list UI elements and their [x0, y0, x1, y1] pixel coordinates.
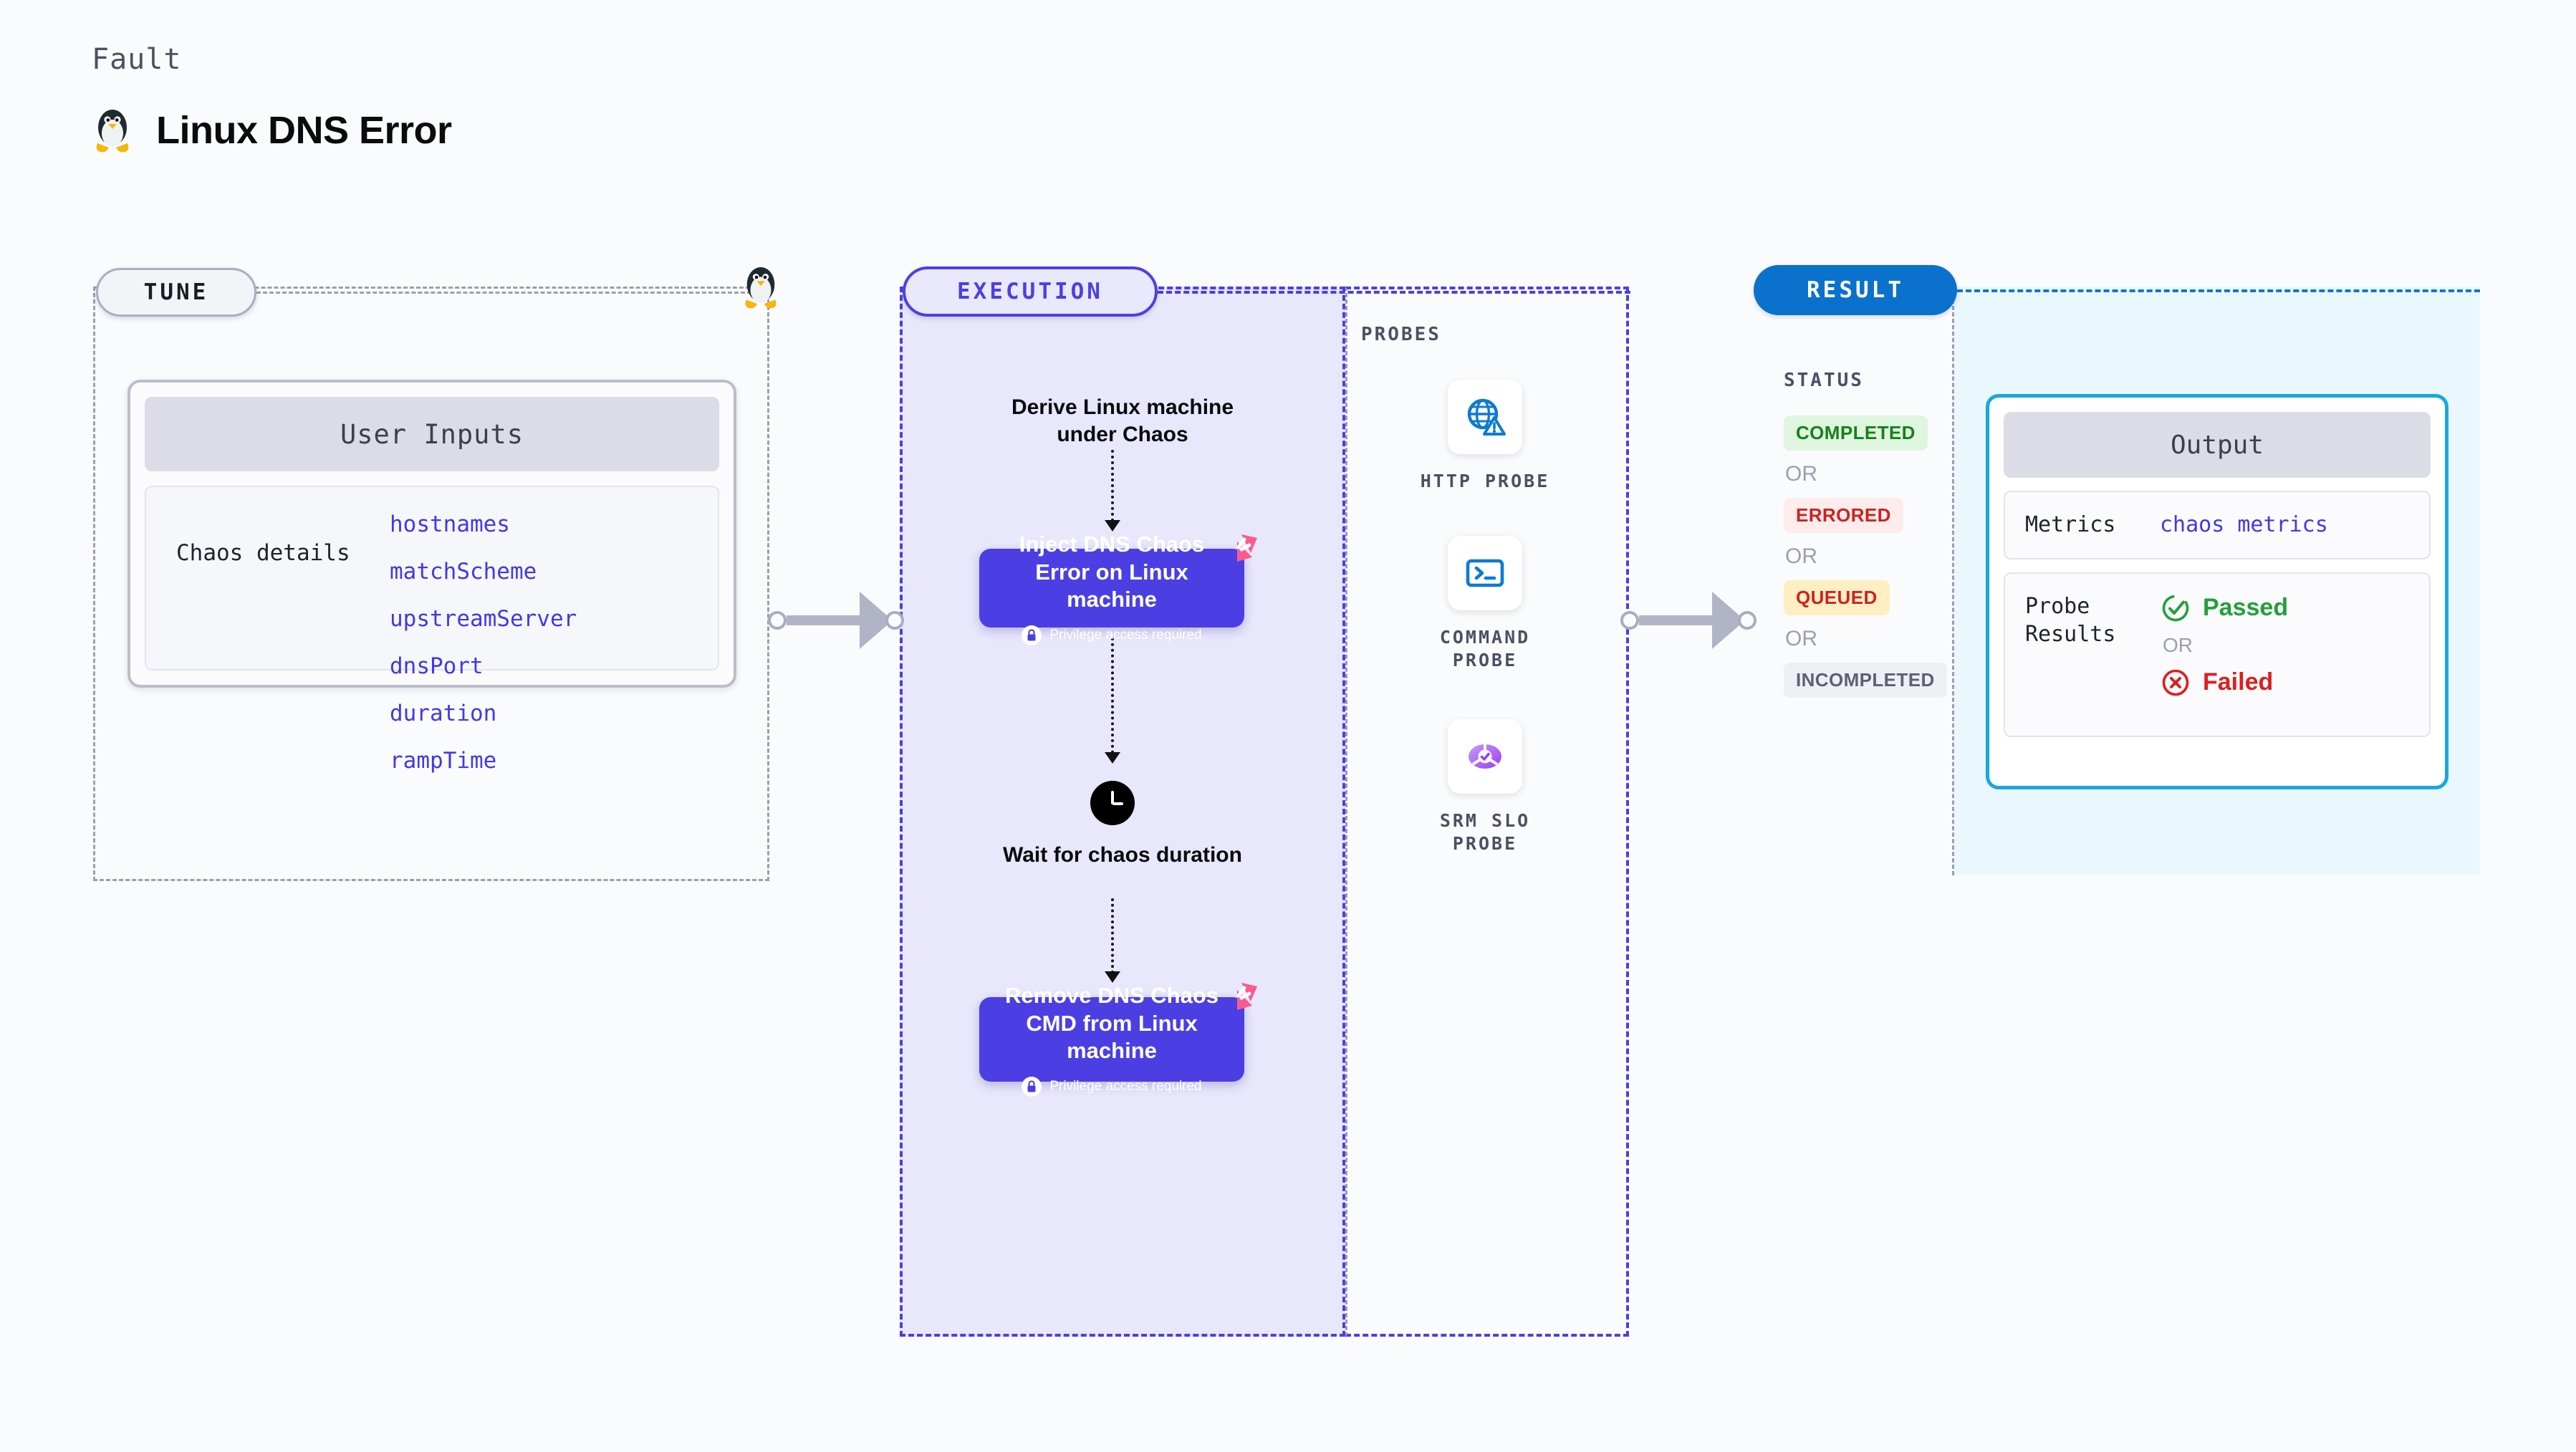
- connector-bar: [787, 615, 861, 625]
- output-card: Output Metrics chaos metrics Probe Resul…: [1986, 394, 2448, 789]
- page-title-row: Linux DNS Error: [92, 106, 452, 155]
- connector-bar: [1639, 615, 1714, 625]
- probe-srm-slo[interactable]: SRM SLO PROBE: [1403, 719, 1567, 855]
- connector-dot-right: [885, 611, 904, 630]
- probe-result-or: OR: [2163, 633, 2193, 656]
- status-label: STATUS: [1784, 370, 1864, 391]
- flow-arrowhead-2: [1105, 752, 1120, 764]
- linux-penguin-icon: [92, 106, 133, 155]
- connector-probes-to-result: [1620, 592, 1756, 649]
- status-list: COMPLETED OR ERRORED OR QUEUED OR INCOMP…: [1784, 415, 1956, 698]
- connector-dot-right: [1738, 611, 1756, 630]
- connector-tune-to-execution: [768, 592, 904, 649]
- status-or-1: OR: [1785, 462, 1817, 486]
- user-inputs-body: Chaos details hostnames matchScheme upst…: [145, 486, 719, 774]
- status-badge-completed: COMPLETED: [1784, 415, 1928, 451]
- probe-http[interactable]: HTTP PROBE: [1403, 380, 1567, 493]
- input-matchscheme[interactable]: matchScheme: [390, 559, 537, 585]
- flow-step-derive-label: Derive Linux machine under Chaos: [1011, 395, 1234, 447]
- probe-command-label: COMMAND PROBE: [1439, 627, 1531, 670]
- harness-logo-icon: [1220, 532, 1260, 575]
- check-circle-icon: [2162, 595, 2189, 621]
- connector-dot-left: [1620, 611, 1639, 630]
- status-badge-queued: QUEUED: [1784, 580, 1890, 615]
- chaos-block-remove[interactable]: Remove DNS Chaos CMD from Linux machine …: [979, 983, 1257, 1097]
- chaos-block-inject-title: Inject DNS Chaos Error on Linux machine: [1019, 532, 1205, 612]
- page-title: Linux DNS Error: [156, 109, 452, 152]
- status-badge-errored: ERRORED: [1784, 498, 1903, 533]
- execution-pill[interactable]: EXECUTION: [903, 266, 1158, 317]
- terminal-icon: [1448, 536, 1522, 610]
- probe-result-passed-label: Passed: [2203, 594, 2289, 622]
- user-inputs-header: User Inputs: [145, 397, 719, 471]
- fault-eyebrow: Fault: [92, 43, 182, 76]
- flow-arrowhead-3: [1105, 971, 1120, 983]
- probe-srm-slo-label: SRM SLO PROBE: [1439, 810, 1531, 854]
- srm-slo-icon: [1448, 719, 1522, 794]
- execution-dashed-connector: [1158, 291, 1630, 294]
- output-metrics-row: Metrics chaos metrics: [2004, 491, 2431, 559]
- chaos-block-remove-note-text: Privilege access required: [1049, 1078, 1202, 1094]
- flow-arrow-3: [1111, 898, 1114, 973]
- input-duration[interactable]: duration: [390, 701, 497, 726]
- chaos-block-inject-note-text: Privilege access required: [1049, 627, 1202, 643]
- clock-icon: [1090, 781, 1135, 825]
- probe-result-failed: Failed: [2160, 667, 2288, 698]
- flow-arrowhead-1: [1105, 520, 1120, 532]
- output-metrics-value[interactable]: chaos metrics: [2160, 512, 2328, 538]
- chaos-block-inject[interactable]: Inject DNS Chaos Error on Linux machine …: [979, 532, 1257, 645]
- status-badge-incompleted: INCOMPLETED: [1784, 663, 1947, 698]
- probe-command[interactable]: COMMAND PROBE: [1403, 536, 1567, 672]
- status-or-2: OR: [1785, 544, 1817, 568]
- tune-pill[interactable]: TUNE: [96, 268, 256, 317]
- probe-result-failed-label: Failed: [2203, 668, 2274, 696]
- flow-step-wait-label: Wait for chaos duration: [1003, 843, 1242, 867]
- probes-panel: [1345, 287, 1629, 1337]
- input-upstreamserver[interactable]: upstreamServer: [390, 606, 577, 632]
- lock-icon: [1022, 1076, 1042, 1097]
- harness-logo-icon: [1220, 980, 1260, 1024]
- chaos-block-remove-note: Privilege access required: [1022, 1076, 1202, 1097]
- result-dashed-connector: [1957, 289, 2480, 292]
- status-or-3: OR: [1785, 627, 1817, 650]
- lock-icon: [1022, 625, 1042, 645]
- output-probe-results-key: Probe Results: [2025, 592, 2160, 717]
- output-probe-results-values: Passed OR Failed: [2160, 592, 2288, 717]
- flow-arrow-1: [1111, 450, 1114, 521]
- output-header: Output: [2004, 412, 2431, 478]
- probes-section-label: PROBES: [1361, 324, 1441, 345]
- chaos-block-remove-title: Remove DNS Chaos CMD from Linux machine: [1004, 983, 1219, 1064]
- output-probe-results-key-text: Probe Results: [2025, 593, 2116, 648]
- output-metrics-key: Metrics: [2025, 512, 2116, 537]
- tune-panel: [93, 287, 769, 881]
- chaos-details-values: hostnames matchScheme upstreamServer dns…: [390, 511, 577, 774]
- linux-penguin-icon: [741, 264, 781, 314]
- input-ramptime[interactable]: rampTime: [390, 748, 497, 774]
- probe-result-passed: Passed: [2160, 592, 2288, 624]
- connector-dot-left: [768, 611, 787, 630]
- tune-dashed-connector: [256, 292, 758, 294]
- page-header: Fault Linux DNS Error: [92, 43, 452, 155]
- user-inputs-card: User Inputs Chaos details hostnames matc…: [128, 380, 736, 774]
- chaos-block-inject-note: Privilege access required: [1022, 625, 1202, 645]
- globe-warning-icon: [1448, 380, 1522, 454]
- input-dnsport[interactable]: dnsPort: [390, 653, 484, 679]
- input-hostnames[interactable]: hostnames: [390, 511, 510, 537]
- probe-http-label: HTTP PROBE: [1420, 471, 1550, 491]
- flow-arrow-2: [1111, 638, 1114, 754]
- x-circle-icon: [2162, 669, 2189, 696]
- output-probe-results-row: Probe Results Passed OR Failed: [2004, 572, 2431, 737]
- result-pill[interactable]: RESULT: [1754, 265, 1957, 315]
- chaos-details-label: Chaos details: [176, 540, 350, 566]
